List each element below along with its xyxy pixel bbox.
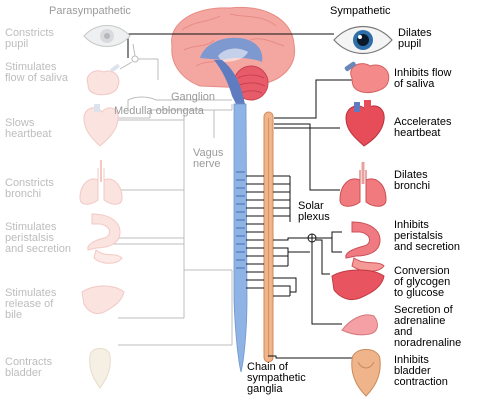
para-effect-peristalsis: Stimulates peristalsis and secretion (5, 221, 72, 255)
brain-illustration (171, 6, 296, 108)
faded-liver-icon (81, 285, 125, 315)
solar-plexus-label: Solar plexus (298, 200, 330, 223)
chain-of-sympathetic-ganglia-label: Chain of sympathetic ganglia (247, 361, 306, 395)
spinal-cord (233, 103, 248, 373)
symp-effect-pupil: Dilates pupil (398, 27, 432, 50)
liver-icon (331, 269, 385, 301)
heart-icon (345, 100, 385, 147)
medulla-oblongata-label: Medulla oblongata (114, 105, 204, 117)
parasympathetic-heading: Parasympathetic (49, 5, 131, 17)
symp-effect-heartbeat: Accelerates heartbeat (394, 116, 452, 139)
eye-icon (333, 26, 393, 54)
stomach-intestine-icon (345, 221, 385, 272)
parasympathetic-nerve-lines (104, 43, 233, 346)
para-effect-pupil: Constricts pupil (5, 27, 54, 50)
sympathetic-ganglia-chain (263, 111, 274, 363)
para-effect-bladder: Contracts bladder (5, 356, 53, 379)
vagus-nerve-label: Vagus nerve (193, 147, 224, 170)
faded-lungs-icon (79, 160, 123, 205)
faded-stomach-intestine-icon (87, 213, 123, 264)
faded-eye-icon (83, 25, 131, 47)
lungs-icon (339, 162, 387, 207)
para-effect-bile: Stimulates release of bile (5, 287, 57, 321)
symp-effect-bronchi: Dilates bronchi (394, 169, 431, 192)
symp-effect-adrenaline: Secretion of adrenaline and noradrenalin… (394, 304, 462, 349)
bladder-icon (351, 349, 381, 397)
salivary-gland-icon (344, 61, 390, 93)
para-effect-saliva: Stimulates flow of saliva (5, 61, 68, 84)
symp-effect-glycogen: Conversion of glycogen to glucose (394, 265, 451, 299)
symp-effect-peristalsis: Inhibits peristalsis and secretion (394, 219, 461, 253)
para-effect-bronchi: Constricts bronchi (5, 177, 54, 200)
symp-effect-saliva: Inhibits flow of saliva (394, 67, 452, 90)
symp-effect-bladder: Inhibits bladder contraction (394, 354, 448, 388)
faded-salivary-gland-icon (86, 64, 120, 96)
faded-bladder-icon (89, 348, 111, 389)
adrenal-gland-icon (341, 314, 378, 336)
sympathetic-heading: Sympathetic (330, 5, 391, 17)
faded-heart-icon (83, 104, 119, 147)
ganglion-label: Ganglion (171, 91, 216, 103)
para-effect-heartbeat: Slows heartbeat (5, 117, 52, 140)
